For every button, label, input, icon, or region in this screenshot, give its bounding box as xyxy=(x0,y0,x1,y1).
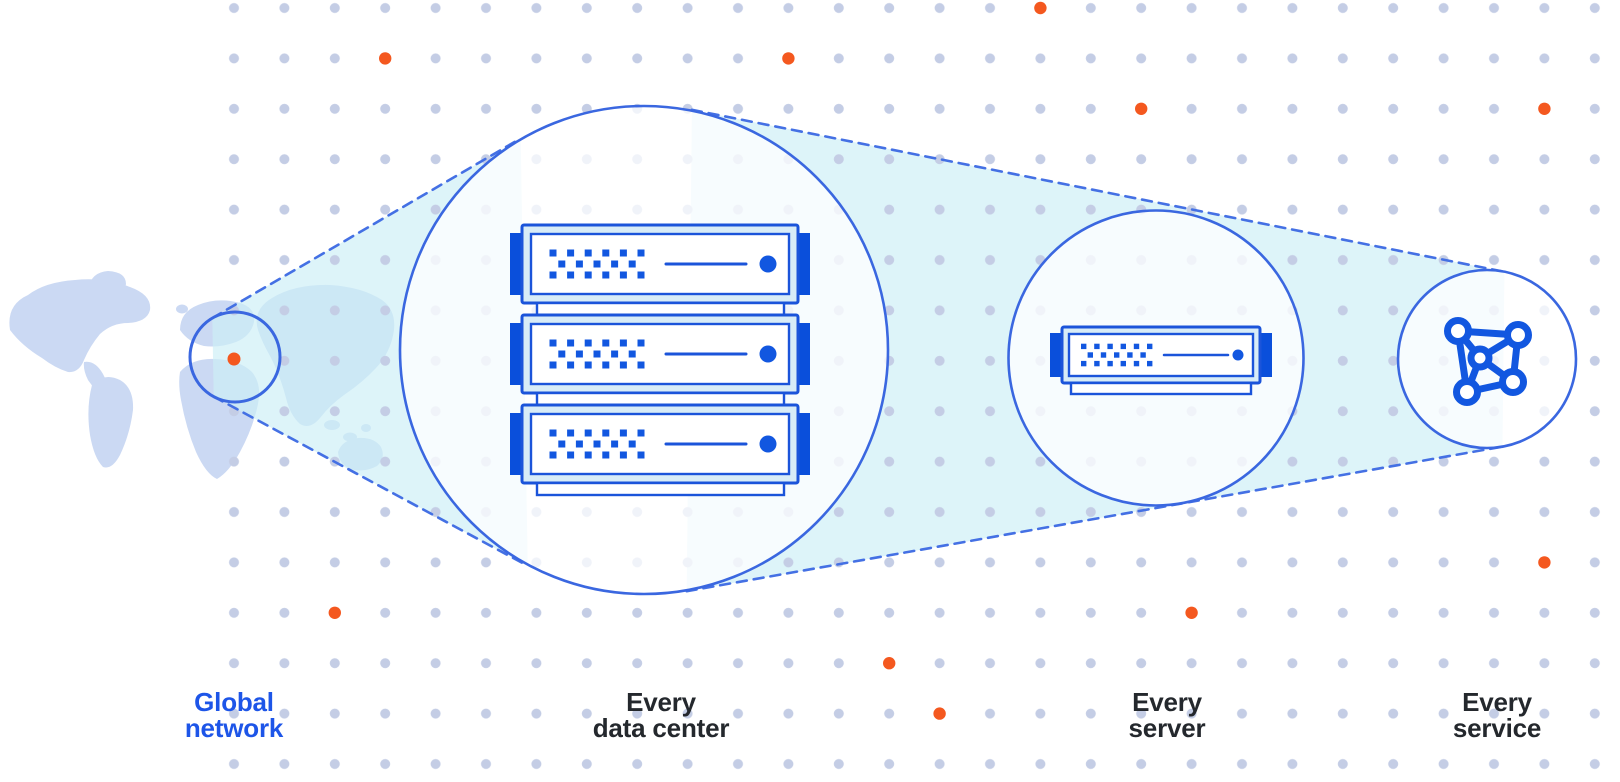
vent-square xyxy=(567,361,575,369)
vent-square xyxy=(1081,343,1087,350)
vent-square xyxy=(567,339,575,347)
vent-square xyxy=(1081,360,1087,367)
vent-square xyxy=(619,339,627,347)
vent-square xyxy=(602,339,610,347)
vent-square xyxy=(584,361,592,369)
vent-square xyxy=(619,249,627,257)
accent-dot xyxy=(328,606,341,619)
vent-square xyxy=(593,350,601,358)
vent-square xyxy=(602,249,610,257)
server-vent-pattern xyxy=(549,249,1153,459)
caption-every-server-line2: server xyxy=(1129,713,1206,743)
accent-dot xyxy=(379,52,392,65)
vent-square xyxy=(584,339,592,347)
vent-square xyxy=(637,429,645,437)
accent-dot xyxy=(883,657,896,670)
vent-square xyxy=(1133,343,1140,350)
vent-square xyxy=(602,429,610,437)
vent-square xyxy=(549,249,557,257)
accent-dot xyxy=(1538,102,1551,116)
vent-square xyxy=(558,350,566,358)
accent-dot xyxy=(933,707,946,720)
vent-square xyxy=(584,249,592,257)
caption-every-service-line2: service xyxy=(1453,713,1541,743)
vent-square xyxy=(584,271,592,279)
vent-square xyxy=(602,361,610,369)
vent-square xyxy=(567,451,575,459)
vent-square xyxy=(1140,352,1146,358)
zoom-dashed-lines xyxy=(211,108,1506,593)
vent-square xyxy=(593,440,601,448)
vent-square xyxy=(1107,360,1113,367)
vent-square xyxy=(1094,343,1100,350)
vent-square xyxy=(575,260,583,268)
vent-square xyxy=(637,249,645,257)
vent-square xyxy=(593,260,601,268)
vent-square xyxy=(1087,352,1093,358)
vent-square xyxy=(584,451,592,459)
vent-square xyxy=(628,260,636,268)
caption-every-data-center-line1: Every xyxy=(626,687,697,717)
vent-square xyxy=(637,339,645,347)
vent-square xyxy=(1147,343,1153,350)
vent-square xyxy=(619,451,627,459)
vent-square xyxy=(611,350,619,358)
vent-square xyxy=(549,361,557,369)
accent-dot xyxy=(782,52,795,65)
vent-square xyxy=(567,249,575,257)
accent-dots xyxy=(328,1,1551,720)
caption-every-service-line1: Every xyxy=(1462,687,1533,717)
caption-every-server-line1: Every xyxy=(1132,687,1203,717)
vent-square xyxy=(1127,352,1133,358)
caption-global-network-line1: Global xyxy=(194,687,274,717)
vent-square xyxy=(637,271,645,279)
vent-square xyxy=(549,451,557,459)
vent-square xyxy=(549,429,557,437)
vent-square xyxy=(628,440,636,448)
map-location-dot xyxy=(227,352,241,366)
server-unit-icon xyxy=(1050,325,1272,396)
vent-square xyxy=(637,361,645,369)
vent-square xyxy=(602,271,610,279)
network-mesh-icon xyxy=(1444,317,1532,406)
accent-dot xyxy=(1185,606,1198,619)
vent-square xyxy=(619,361,627,369)
accent-dot xyxy=(1034,1,1047,15)
vent-square xyxy=(558,260,566,268)
caption-global-network-line2: network xyxy=(185,713,284,743)
captions: Global network Every data center Every s… xyxy=(185,687,1541,743)
vent-square xyxy=(1094,360,1100,367)
map-highlight-circle xyxy=(188,310,282,404)
vent-square xyxy=(1114,352,1120,358)
vent-square xyxy=(637,451,645,459)
vent-square xyxy=(567,271,575,279)
vent-square xyxy=(619,429,627,437)
vent-square xyxy=(602,451,610,459)
vent-square xyxy=(1120,360,1126,367)
vent-square xyxy=(1133,360,1140,367)
vent-square xyxy=(558,440,566,448)
vent-square xyxy=(1147,360,1153,367)
vent-square xyxy=(1120,343,1126,350)
caption-every-data-center-line2: data center xyxy=(593,713,730,743)
vent-square xyxy=(611,440,619,448)
vent-square xyxy=(575,440,583,448)
vent-square xyxy=(584,429,592,437)
vent-square xyxy=(549,339,557,347)
vent-square xyxy=(567,429,575,437)
accent-dot xyxy=(1135,102,1148,116)
vent-square xyxy=(1107,343,1113,350)
vent-square xyxy=(611,260,619,268)
vent-square xyxy=(619,271,627,279)
vent-square xyxy=(1100,352,1107,358)
vent-square xyxy=(549,271,557,279)
vent-square xyxy=(628,350,636,358)
server-rack-icon xyxy=(510,223,810,497)
accent-dot xyxy=(1538,556,1551,569)
vent-square xyxy=(575,350,583,358)
